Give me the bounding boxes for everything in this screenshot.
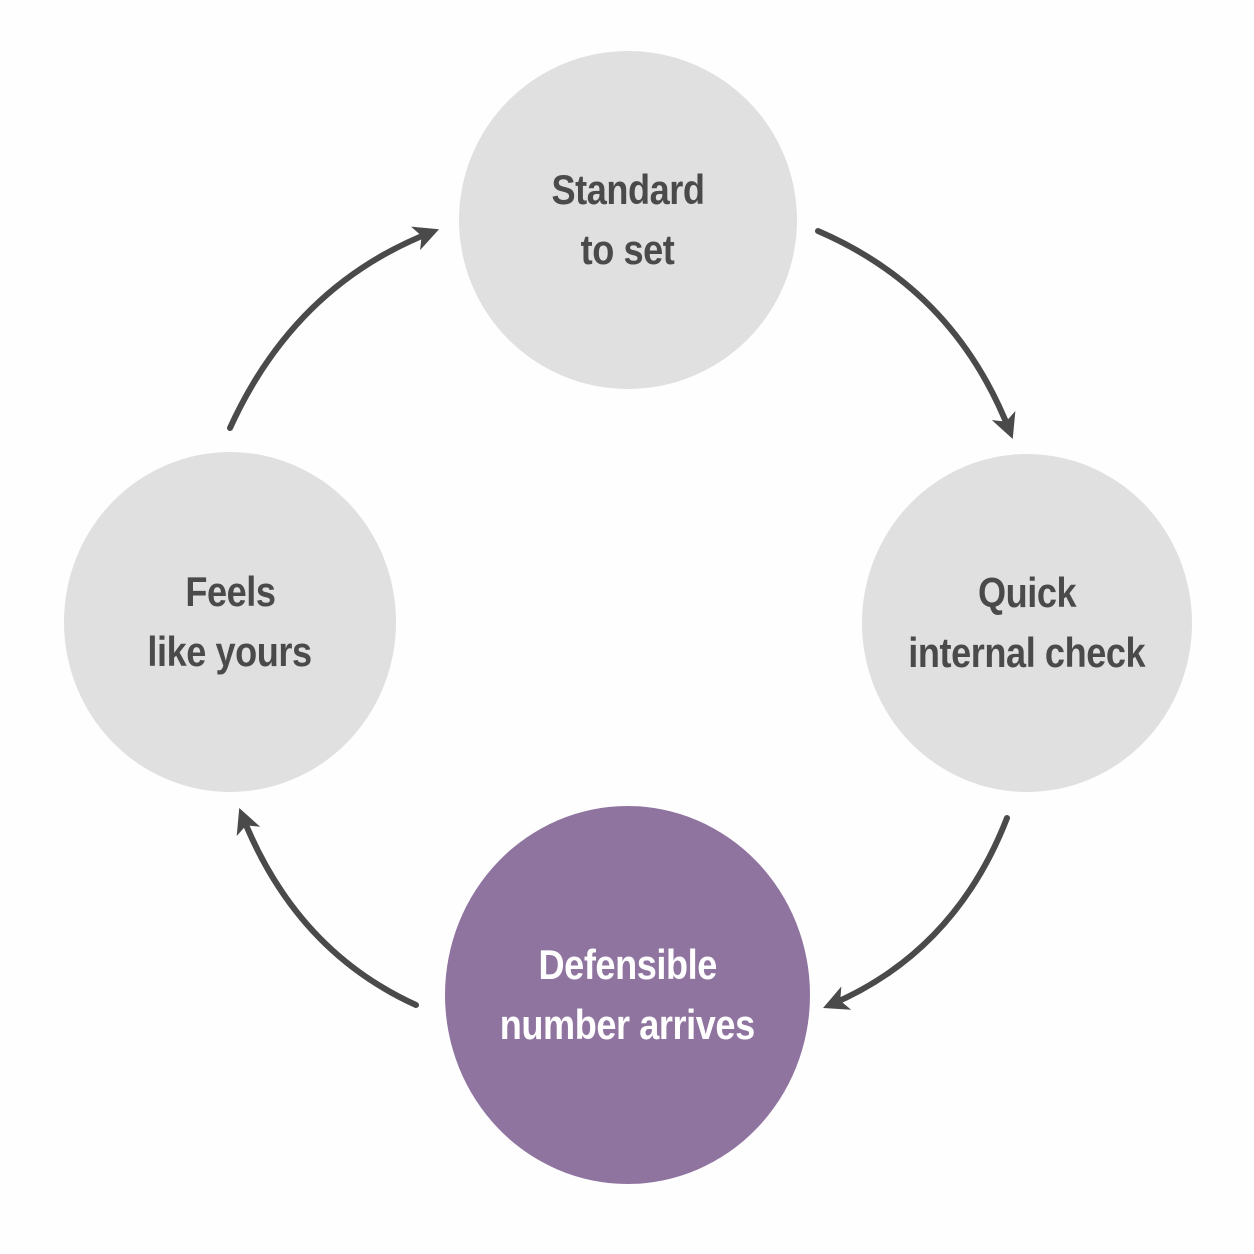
step-label-line-1: Defensible [538, 941, 717, 988]
arrow-top-to-right [815, 228, 1016, 440]
step-label-line-2: like yours [147, 628, 313, 675]
step-quick-internal-check: Quick internal check [862, 454, 1192, 792]
step-defensible-number-arrives: Defensible number arrives [445, 806, 810, 1184]
step-standard-to-set: Standard to set [459, 51, 797, 389]
step-feels-like-yours: Feels like yours [64, 452, 396, 792]
step-label-line-2: to set [581, 226, 675, 273]
arrow-bottom-to-left [236, 807, 419, 1008]
arrow-left-to-top [227, 226, 440, 431]
step-label-line-2: number arrives [500, 1001, 755, 1048]
step-label-line-1: Standard [551, 166, 705, 213]
step-label-line-1: Quick [977, 569, 1077, 616]
arrow-right-to-bottom [823, 815, 1010, 1010]
step-label-line-2: internal check [908, 629, 1146, 676]
step-label-line-1: Feels [184, 568, 276, 615]
